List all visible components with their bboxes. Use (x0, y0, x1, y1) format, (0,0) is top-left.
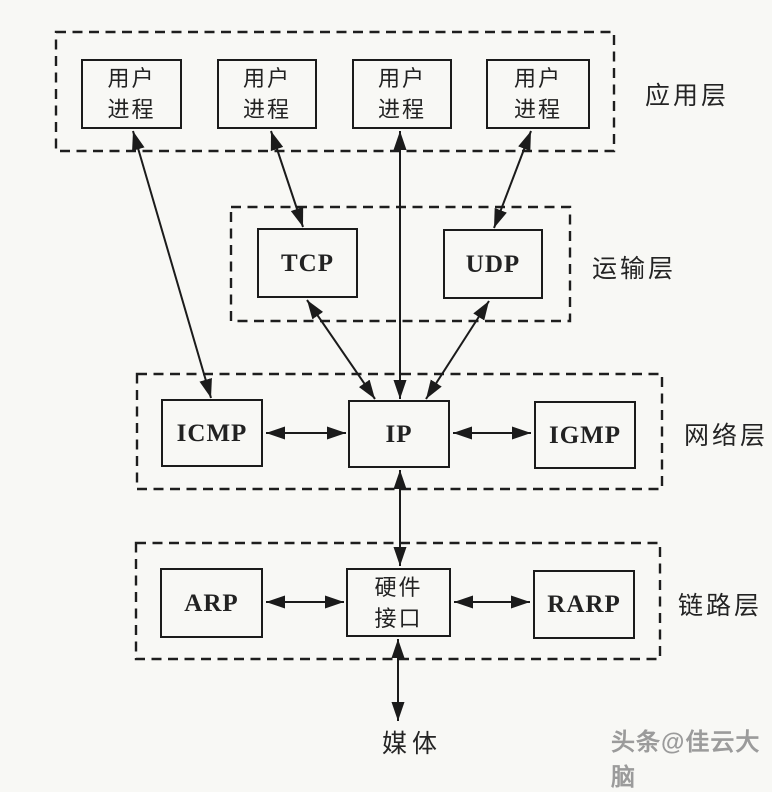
node-ip: IP (348, 400, 450, 468)
diagram-lines-layer (54, 30, 664, 721)
link-layer-border (134, 541, 662, 661)
node-user-process-1: 用户 进程 (81, 59, 182, 129)
arrow-user2-tcp (270, 130, 304, 228)
arrow-user1-icmp (132, 130, 212, 399)
node-icmp: ICMP (161, 399, 263, 467)
application-layer-label: 应用层 (645, 83, 730, 110)
arrow-tcp-ip (306, 299, 376, 400)
node-rarp: RARP (533, 570, 635, 639)
node-igmp: IGMP (534, 401, 636, 469)
transport-layer-label: 运输层 (592, 256, 677, 283)
arrow-user4-udp (493, 130, 532, 229)
arrow-udp-ip (425, 300, 490, 400)
node-udp: UDP (443, 229, 543, 299)
link-layer-label: 链路层 (678, 593, 763, 620)
node-user-process-4: 用户 进程 (486, 59, 590, 129)
connection-arrows (132, 130, 532, 721)
media-label: 媒体 (381, 731, 442, 758)
node-arp: ARP (160, 568, 263, 638)
node-user-process-3: 用户 进程 (352, 59, 452, 129)
network-layer-label: 网络层 (684, 423, 769, 450)
node-hardware-interface: 硬件 接口 (346, 568, 451, 637)
protocol-stack-diagram: 用户 进程 用户 进程 用户 进程 用户 进程 TCP UDP ICMP IP … (54, 30, 769, 791)
node-user-process-2: 用户 进程 (217, 59, 317, 129)
node-tcp: TCP (257, 228, 358, 298)
watermark-text: 头条@佳云大脑 (611, 729, 761, 791)
application-layer-border (54, 30, 616, 153)
network-layer-border (135, 372, 664, 491)
